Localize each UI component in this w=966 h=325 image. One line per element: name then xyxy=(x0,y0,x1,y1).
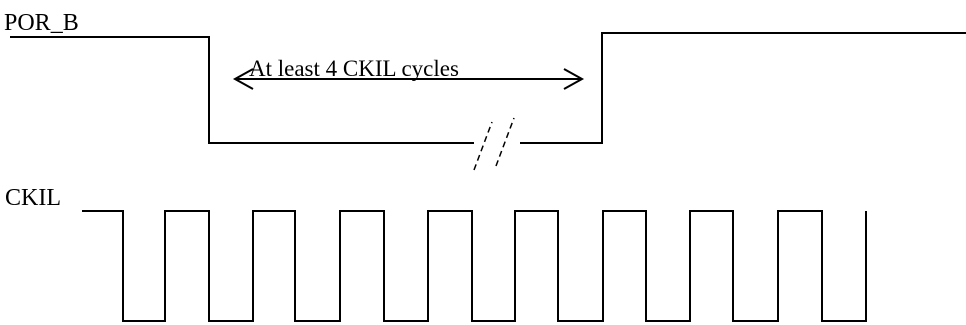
por-b-waveform-after-break xyxy=(520,32,966,144)
por-b-label: POR_B xyxy=(4,10,79,36)
ckil-label: CKIL xyxy=(5,185,61,211)
por-b-waveform xyxy=(10,36,474,144)
ckil-waveform xyxy=(82,210,867,322)
duration-arrow xyxy=(232,68,585,90)
duration-annotation: At least 4 CKIL cycles xyxy=(249,56,459,81)
time-break-marks xyxy=(473,117,515,171)
